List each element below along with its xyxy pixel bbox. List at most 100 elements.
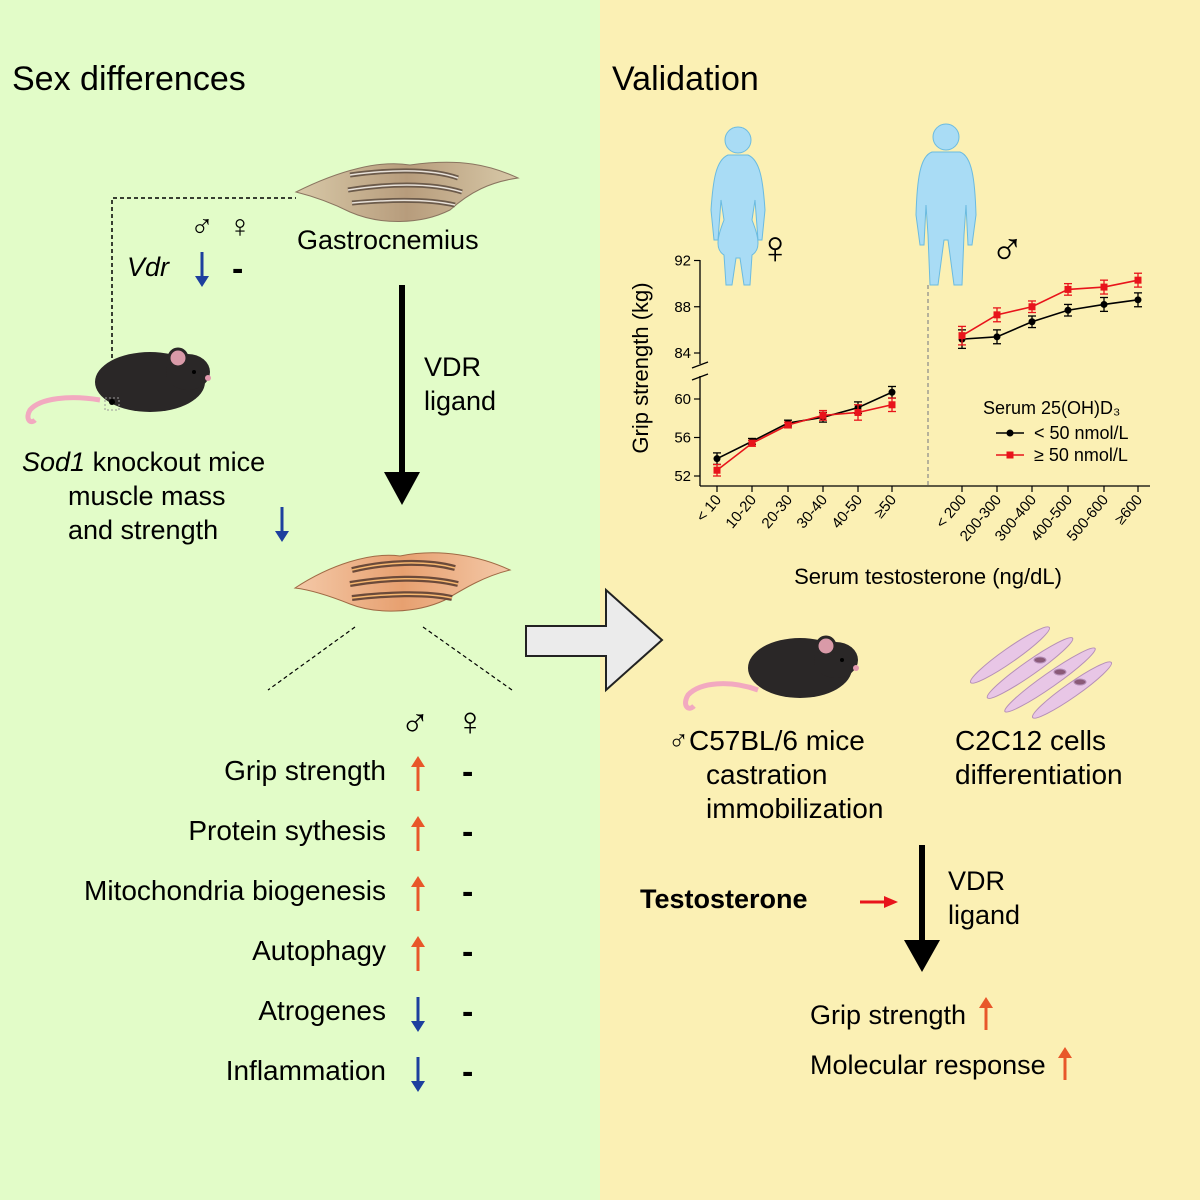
mice-caption: ♂C57BL/6 mice castration immobilization bbox=[668, 724, 883, 826]
legend-entry: < 50 nmol/L bbox=[1034, 423, 1129, 443]
testosterone-label: Testosterone bbox=[640, 884, 808, 914]
data-point bbox=[784, 421, 792, 429]
mice-line1: C57BL/6 mice bbox=[689, 725, 865, 756]
female-body-icon bbox=[710, 126, 766, 286]
legend-entry: ≥ 50 nmol/L bbox=[1034, 445, 1128, 465]
outcome-label: Protein sythesis bbox=[188, 815, 386, 846]
vdr-female-dash: - bbox=[232, 250, 244, 288]
cells-line1: C2C12 cells bbox=[955, 725, 1106, 756]
result-molecular-response: Molecular response bbox=[810, 1038, 1073, 1081]
gastrocnemius-label: Gastrocnemius bbox=[297, 225, 479, 255]
result2-up-arrow bbox=[1058, 1047, 1073, 1080]
legend-marker bbox=[1006, 451, 1014, 459]
validation-panel bbox=[600, 0, 1200, 1200]
outcome-label: Atrogenes bbox=[258, 995, 386, 1026]
series-line bbox=[716, 403, 893, 471]
gastrocnemius-muscle-icon bbox=[294, 161, 520, 222]
right-vdr-ligand-label: VDR ligand bbox=[948, 864, 1020, 932]
result1-up-arrow bbox=[978, 997, 993, 1030]
data-point bbox=[1100, 300, 1108, 308]
mouse-caption-line2: muscle mass bbox=[68, 481, 226, 511]
outcome-label: Mitochondria biogenesis bbox=[84, 875, 386, 906]
data-point bbox=[888, 388, 896, 396]
data-point bbox=[993, 311, 1001, 319]
data-point bbox=[1100, 283, 1108, 291]
data-point bbox=[993, 333, 1001, 341]
y-tick-label: 52 bbox=[674, 468, 691, 485]
x-axis-label: Serum testosterone (ng/dL) bbox=[794, 564, 1062, 589]
data-point bbox=[1064, 306, 1072, 314]
sod1-knockout-mouse-icon bbox=[25, 347, 211, 425]
vdr-ligand-label: VDR ligand bbox=[424, 350, 496, 418]
mouse-caption: Sod1 knockout mice muscle mass and stren… bbox=[22, 445, 265, 547]
outcome-female-dash: - bbox=[462, 873, 474, 911]
mice-male-symbol: ♂ bbox=[668, 725, 689, 756]
mice-line3: immobilization bbox=[706, 793, 884, 824]
c2c12-cells-icon bbox=[969, 626, 1113, 719]
series-line bbox=[961, 279, 1139, 337]
outcome-female-dash: - bbox=[462, 933, 474, 971]
male-symbol: ♂ bbox=[190, 208, 214, 244]
data-point bbox=[1064, 285, 1072, 293]
outcome-male-up-arrow bbox=[411, 936, 425, 971]
outcome-female-symbol: ♀ bbox=[455, 700, 485, 744]
result2-label: Molecular response bbox=[810, 1050, 1046, 1080]
sod1-caption-rest: knockout mice bbox=[85, 447, 266, 477]
outcome-male-down-arrow bbox=[411, 997, 425, 1032]
axis-break-mark bbox=[691, 373, 709, 381]
x-tick-label: 40-50 bbox=[828, 492, 866, 532]
outcome-female-dash: - bbox=[462, 1053, 474, 1091]
left-title: Sex differences bbox=[12, 60, 246, 98]
data-point bbox=[713, 466, 721, 474]
y-tick-label: 60 bbox=[674, 391, 691, 408]
y-axis-label: Grip strength (kg) bbox=[628, 282, 653, 453]
y-tick-label: 56 bbox=[674, 430, 691, 447]
x-tick-label: 10-20 bbox=[722, 492, 760, 532]
legend-title: Serum 25(OH)D₃ bbox=[983, 398, 1120, 418]
female-symbol: ♀ bbox=[228, 208, 252, 244]
sod1-gene: Sod1 bbox=[22, 447, 86, 477]
outcome-male-up-arrow bbox=[411, 756, 425, 791]
male-body-icon bbox=[915, 123, 977, 286]
vdr-ligand-line2: ligand bbox=[424, 386, 497, 416]
chart-male-symbol: ♂ bbox=[990, 221, 1025, 273]
vdr-down-arrow bbox=[195, 252, 209, 287]
outcome-label: Inflammation bbox=[225, 1055, 386, 1086]
vdr-ligand-line1: VDR bbox=[424, 352, 482, 382]
result1-label: Grip strength bbox=[810, 1000, 967, 1030]
data-point bbox=[748, 439, 756, 447]
y-tick-label: 84 bbox=[674, 345, 691, 362]
panel-transition-arrow bbox=[525, 587, 664, 693]
x-tick-label: 30-40 bbox=[793, 492, 831, 532]
data-point bbox=[819, 411, 827, 419]
data-point bbox=[713, 455, 721, 463]
series-line bbox=[961, 299, 1139, 340]
x-tick-label: < 10 bbox=[693, 492, 725, 526]
y-tick-label: 92 bbox=[674, 253, 691, 270]
x-tick-label: ≥600 bbox=[1112, 492, 1146, 528]
outcome-label: Autophagy bbox=[252, 935, 386, 966]
outcome-male-up-arrow bbox=[411, 876, 425, 911]
mouse-caption-line3: and strength bbox=[68, 515, 219, 545]
data-point bbox=[1028, 303, 1036, 311]
grip-strength-chart: 84 88 92 52 56 60 Grip strength (kg) Serum test… bbox=[628, 253, 1150, 589]
c57bl6-mouse-icon bbox=[683, 635, 859, 711]
cells-caption: C2C12 cells differentiation bbox=[955, 724, 1123, 792]
right-title: Validation bbox=[612, 60, 759, 98]
y-tick-label: 88 bbox=[674, 299, 691, 316]
outcome-male-up-arrow bbox=[411, 816, 425, 851]
cells-line2: differentiation bbox=[955, 759, 1123, 790]
series-line bbox=[716, 391, 893, 460]
outcome-male-symbol: ♂ bbox=[400, 700, 430, 744]
x-tick-label: ≥50 bbox=[871, 492, 900, 522]
x-tick-label: 20-30 bbox=[758, 492, 796, 532]
axis-break-mark bbox=[691, 361, 709, 369]
data-point bbox=[1028, 318, 1036, 326]
muscle-mass-down-arrow bbox=[275, 507, 289, 542]
data-point bbox=[888, 401, 896, 409]
outcome-female-dash: - bbox=[462, 753, 474, 791]
outcome-female-dash: - bbox=[462, 813, 474, 851]
legend-marker bbox=[1006, 429, 1014, 437]
chart-female-symbol: ♀ bbox=[758, 221, 793, 273]
right-vdr-line2: ligand bbox=[948, 900, 1021, 930]
